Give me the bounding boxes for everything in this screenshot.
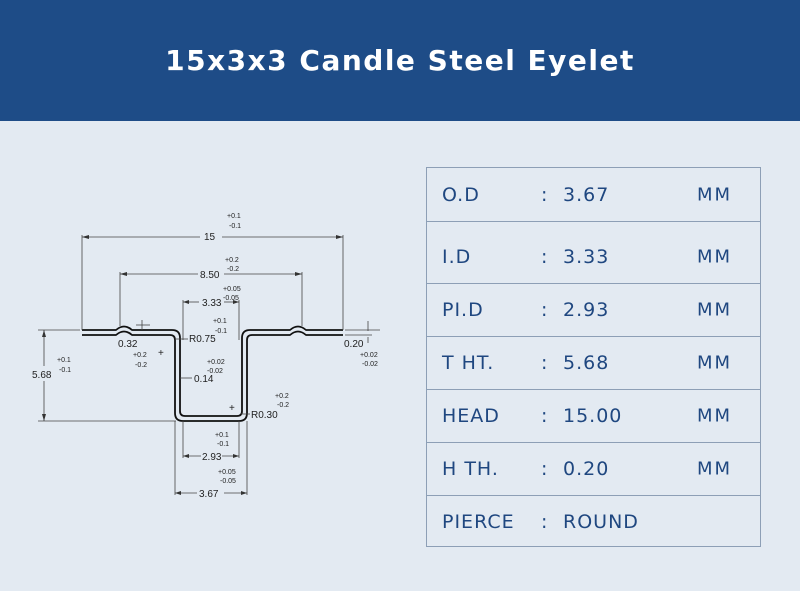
spec-unit: MM: [697, 352, 733, 373]
wall-thickness-dim: 0.14: [194, 374, 214, 385]
base-radius-dim: R0.30: [251, 410, 278, 421]
ring-width-tol-minus: -0.2: [227, 266, 239, 273]
total-height-dim: 5.68: [32, 370, 52, 381]
flange-thickness-dim: 0.20: [344, 339, 364, 350]
pierce-dia-tol-plus: +0.1: [215, 432, 229, 439]
spec-table: O.D : 3.67 MM I.D : 3.33 MM PI.D : 2.93 …: [426, 167, 761, 547]
title-banner: 15x3x3 Candle Steel Eyelet: [0, 0, 800, 121]
wall-tol-plus: +0.1: [213, 318, 227, 325]
spec-value: ROUND: [563, 510, 639, 533]
spec-colon: :: [541, 298, 549, 321]
wall-thickness-tol-minus: -0.02: [207, 368, 223, 375]
center-mark-1: +: [158, 348, 164, 359]
ring-width-dim: 8.50: [200, 270, 220, 281]
spec-value: 3.33: [563, 245, 610, 268]
spec-row-pid: PI.D : 2.93 MM: [427, 283, 760, 337]
spec-colon: :: [541, 245, 549, 268]
spec-row-pierce: PIERCE : ROUND: [427, 495, 760, 548]
eyelet-inner-outline: [82, 330, 343, 422]
spec-colon: :: [541, 183, 549, 206]
spec-colon: :: [541, 457, 549, 480]
ring-offset-tol-plus: +0.2: [133, 352, 147, 359]
spec-value: 5.68: [563, 351, 610, 374]
spec-unit: MM: [697, 184, 733, 205]
eyelet-profile: [82, 325, 343, 422]
dimension-arrows: [42, 235, 343, 495]
inner-dia-tol-plus: +0.05: [223, 286, 241, 293]
bend-radius-dim: R0.75: [189, 334, 216, 345]
ring-offset-dim: 0.32: [118, 339, 138, 350]
spec-unit: MM: [697, 405, 733, 426]
wall-thickness-tol-plus: +0.02: [207, 359, 225, 366]
pierce-dia-dim: 2.93: [202, 452, 222, 463]
technical-drawing: +0.1 -0.1 15 +0.2 -0.2 8.50 +0.05 -0.05 …: [32, 213, 380, 500]
spec-row-od: O.D : 3.67 MM: [427, 168, 760, 222]
spec-row-id: I.D : 3.33 MM: [427, 230, 760, 284]
spec-colon: :: [541, 510, 549, 533]
pierce-dia-tol-minus: -0.1: [217, 441, 229, 448]
page-title: 15x3x3 Candle Steel Eyelet: [165, 44, 635, 77]
total-height-tol-minus: -0.1: [59, 367, 71, 374]
ring-width-tol-plus: +0.2: [225, 257, 239, 264]
head-width-dim: 15: [204, 232, 216, 243]
outer-dia-dim: 3.67: [199, 489, 219, 500]
spec-label: I.D: [442, 245, 472, 268]
base-radius-tol-minus: -0.2: [277, 402, 289, 409]
flange-tol-plus: +0.02: [360, 352, 378, 359]
spec-unit: MM: [697, 458, 733, 479]
head-width-tol-minus: -0.1: [229, 223, 241, 230]
inner-dia-tol-minus: -0.05: [223, 295, 239, 302]
total-height-tol-plus: +0.1: [57, 357, 71, 364]
spec-label: O.D: [442, 183, 480, 206]
head-width-tol-plus: +0.1: [227, 213, 241, 220]
spec-value: 2.93: [563, 298, 610, 321]
dimension-labels: +0.1 -0.1 15 +0.2 -0.2 8.50 +0.05 -0.05 …: [32, 213, 378, 500]
spec-label: T HT.: [442, 351, 495, 374]
spec-value: 0.20: [563, 457, 610, 480]
spec-colon: :: [541, 404, 549, 427]
center-mark-2: +: [229, 403, 235, 414]
outer-dia-tol-plus: +0.05: [218, 469, 236, 476]
wall-tol-minus: -0.1: [215, 328, 227, 335]
spec-value: 3.67: [563, 183, 610, 206]
spec-label: HEAD: [442, 404, 500, 427]
flange-tol-minus: -0.02: [362, 361, 378, 368]
spec-label: H TH.: [442, 457, 499, 480]
ring-offset-tol-minus: -0.2: [135, 362, 147, 369]
spec-row-head-thickness: H TH. : 0.20 MM: [427, 442, 760, 496]
spec-row-total-height: T HT. : 5.68 MM: [427, 336, 760, 390]
spec-label: PIERCE: [442, 510, 515, 533]
spec-unit: MM: [697, 246, 733, 267]
spec-label: PI.D: [442, 298, 484, 321]
spec-unit: MM: [697, 299, 733, 320]
dimension-lines: [38, 235, 380, 495]
spec-row-head: HEAD : 15.00 MM: [427, 389, 760, 443]
spec-value: 15.00: [563, 404, 623, 427]
inner-dia-dim: 3.33: [202, 298, 222, 309]
outer-dia-tol-minus: -0.05: [220, 478, 236, 485]
eyelet-outer-outline: [82, 325, 343, 417]
spec-colon: :: [541, 351, 549, 374]
base-radius-tol-plus: +0.2: [275, 393, 289, 400]
